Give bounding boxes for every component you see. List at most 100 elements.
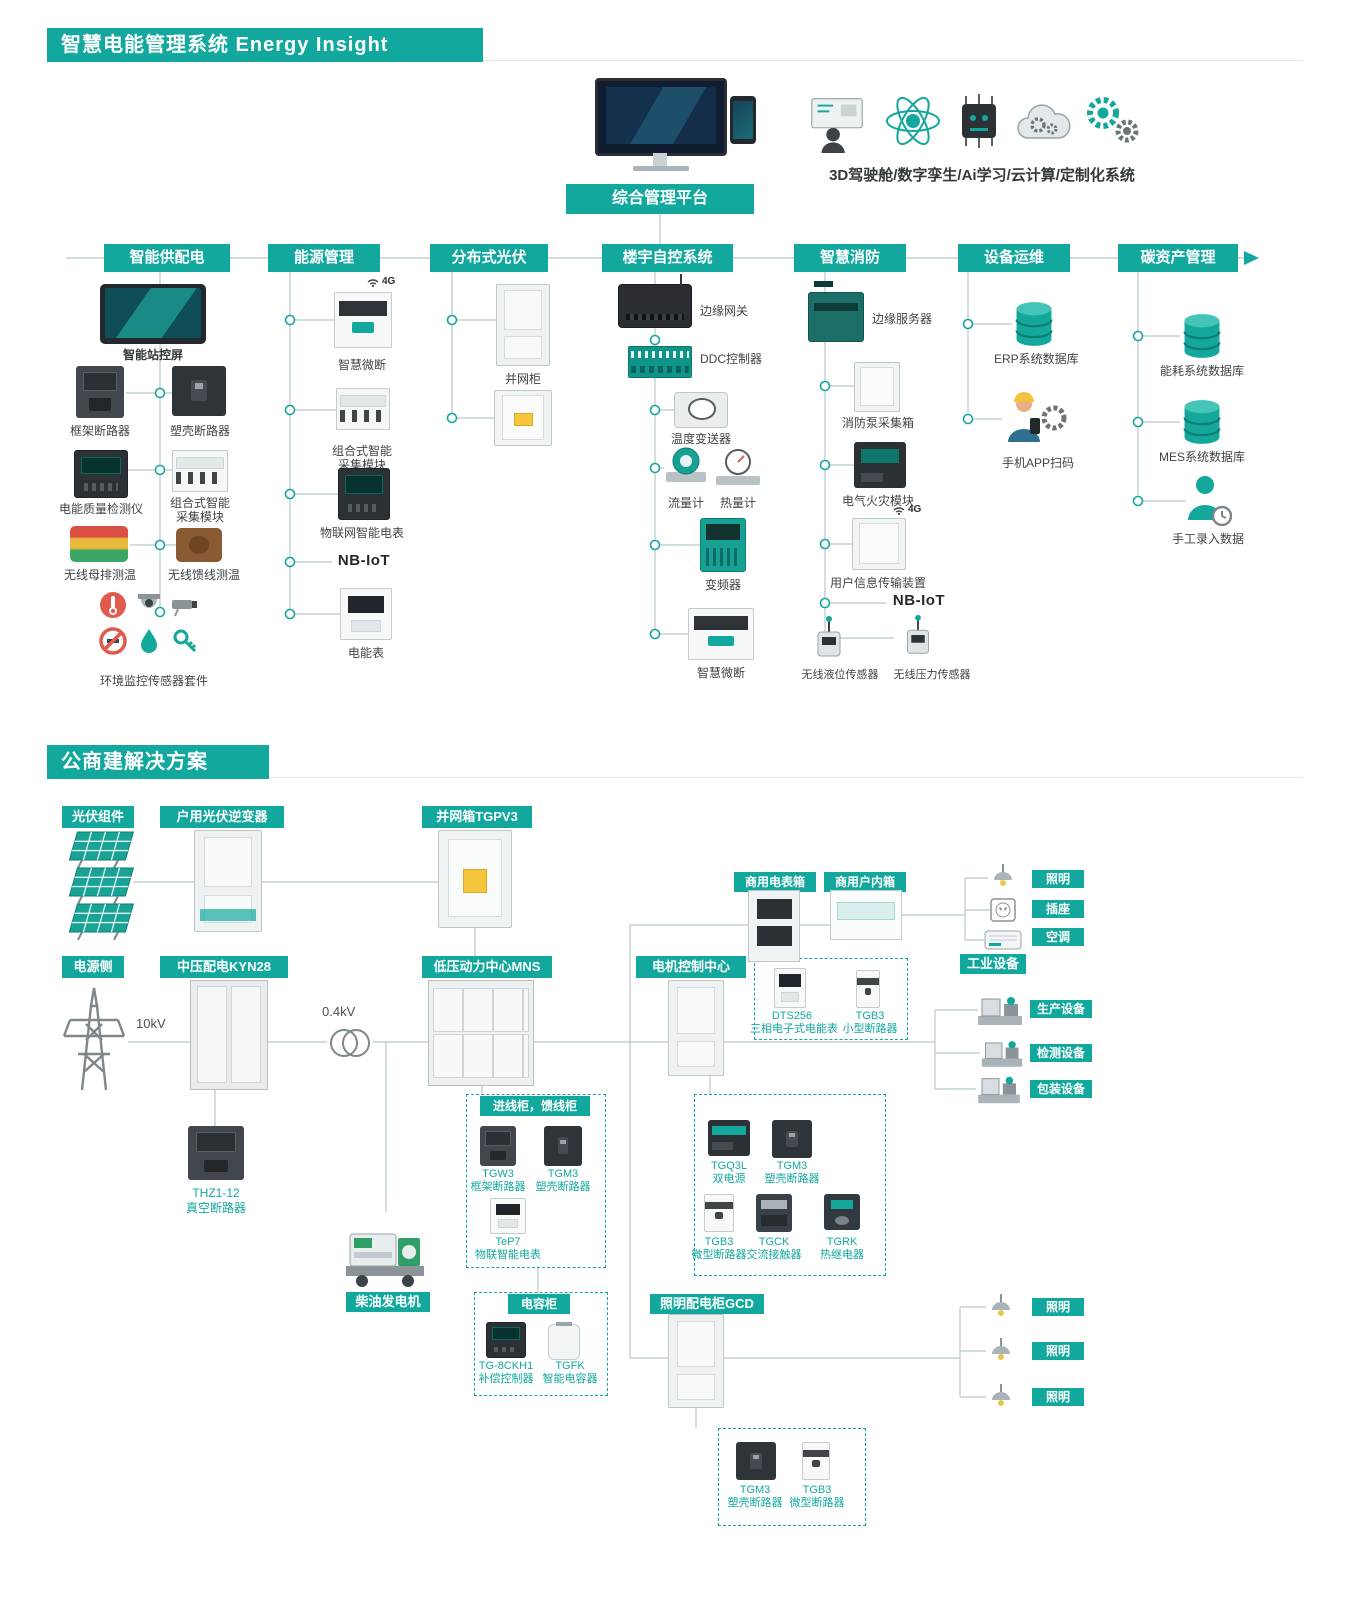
mcc-device — [668, 980, 724, 1076]
meter-box-device — [748, 890, 800, 962]
ddc-controller-device — [628, 346, 692, 378]
lighting-panel-device — [668, 1314, 724, 1408]
station-control-screen-device — [100, 284, 206, 344]
4g-badge: 4G — [892, 504, 921, 515]
machine-icon — [980, 1036, 1024, 1070]
tg8ckh1-device — [486, 1322, 526, 1358]
label-mes-db: MES系统数据库 — [1158, 450, 1245, 464]
energy-meter-device — [340, 588, 392, 640]
nbiot-logo: NB-IoT — [892, 592, 946, 609]
platform-label: 综合管理平台 — [566, 184, 754, 214]
key-icon — [170, 626, 200, 656]
info-transmitter-device — [852, 518, 906, 570]
database-icon — [1180, 312, 1224, 360]
smart-breaker-device — [688, 608, 754, 660]
smartphone-icon — [730, 96, 756, 144]
power-tower-icon — [60, 980, 128, 1090]
warning-mark — [463, 869, 488, 893]
mv-switchgear-device — [190, 980, 268, 1090]
test-equip-label: 检测设备 — [1030, 1044, 1092, 1062]
label-level-sensor: 无线液位传感器 — [801, 669, 879, 681]
frame-breaker-device — [76, 366, 124, 418]
mini-breaker-device — [856, 970, 880, 1008]
tgb3-device — [802, 1442, 830, 1480]
label-energy-db: 能耗系统数据库 — [1159, 364, 1244, 378]
lamp-icon — [986, 1292, 1016, 1322]
solar-panel-icon — [56, 866, 136, 904]
vfd-device — [700, 518, 746, 572]
label-ddc: DDC控制器 — [700, 352, 762, 366]
label-feeder-temp: 无线馈线测温 — [167, 568, 240, 582]
lighting-label-1: 照明 — [1032, 1298, 1084, 1316]
kv04-label: 0.4kV — [322, 1004, 356, 1019]
column-header-bas: 楼宇自控系统 — [602, 244, 733, 272]
tgb3-device — [704, 1194, 734, 1232]
label-erp-db: ERP系统数据库 — [994, 352, 1079, 366]
label-edge-server: 边缘服务器 — [872, 312, 933, 326]
indoor-box-label: 商用户内箱 — [824, 872, 906, 892]
gears-icon — [1080, 88, 1146, 154]
smart-breaker-device — [334, 292, 392, 348]
wireless-sensor-icon — [894, 612, 942, 660]
load-ac-label: 空调 — [1032, 928, 1084, 946]
lamp-icon — [986, 1336, 1016, 1366]
solar-panel-icon — [56, 830, 136, 868]
dome-camera-icon — [134, 590, 164, 620]
thermometer-icon — [98, 590, 128, 620]
column-header-fire: 智慧消防 — [794, 244, 906, 272]
edge-gateway-device — [618, 274, 692, 328]
accent-strip — [200, 909, 256, 921]
label-grid-cabinet: 并网柜 — [504, 372, 541, 386]
person-clock-icon — [1186, 474, 1232, 526]
column-header-energy: 能源管理 — [268, 244, 380, 272]
solar-panel-icon — [56, 902, 136, 940]
generator-icon — [342, 1212, 428, 1290]
label-manual-entry: 手工录入数据 — [1171, 532, 1244, 546]
database-icon — [1012, 300, 1056, 348]
dts-meter-device — [774, 968, 806, 1008]
atom-icon — [884, 90, 942, 152]
column-header-pv: 分布式光伏 — [430, 244, 548, 272]
edge-server-device — [808, 280, 864, 342]
power-quality-meter-device — [74, 450, 128, 498]
rule — [269, 777, 1303, 778]
indoor-box-device — [830, 890, 902, 940]
droplet-icon — [134, 626, 164, 656]
transformer-icon — [326, 1026, 374, 1060]
tgfk-device — [548, 1322, 580, 1360]
section1-title-banner: 智慧电能管理系统 Energy Insight — [47, 28, 483, 62]
inverter-cabinet-device — [194, 830, 262, 932]
combo-module-device — [172, 450, 228, 492]
grid-cabinet-device — [496, 284, 550, 366]
lv-center-device — [428, 980, 534, 1086]
grid-box-device — [438, 830, 512, 928]
label-edge-gateway: 边缘网关 — [700, 304, 749, 318]
label-heat-meter: 热量计 — [719, 496, 756, 510]
power-side-label: 电源侧 — [62, 956, 124, 978]
air-conditioner-icon — [984, 930, 1022, 950]
section2-title-banner: 公商建解决方案 — [47, 745, 269, 779]
label-power-quality: 电能质量检测仪 — [58, 502, 143, 516]
column-header-carbon: 碳资产管理 — [1118, 244, 1238, 272]
label-app-scan: 手机APP扫码 — [1001, 456, 1074, 470]
monitor-stand — [653, 153, 667, 166]
nbiot-logo: NB-IoT — [337, 552, 391, 569]
pack-equip-label: 包装设备 — [1030, 1080, 1092, 1098]
meter-box-label: 商用电表箱 — [734, 872, 816, 892]
feeder-cabinet-title: 进线柜，馈线柜 — [480, 1096, 590, 1116]
label-info-transmitter: 用户信息传输装置 — [829, 576, 926, 590]
